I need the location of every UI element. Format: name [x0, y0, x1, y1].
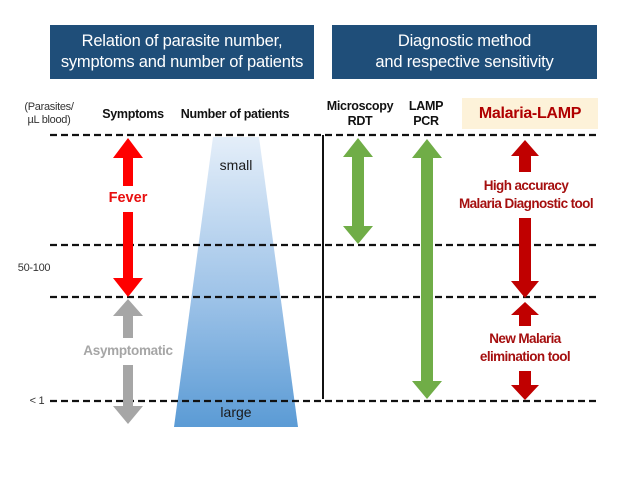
lamp-lower-arrow-down-icon: [511, 371, 539, 400]
column-header-microscopy-rdt: Microscopy RDT: [322, 99, 398, 129]
right-section-header: Diagnostic method and respective sensiti…: [332, 25, 597, 79]
patients-large-label: large: [220, 404, 252, 420]
column-header-patients: Number of patients: [180, 107, 290, 121]
lamp-upper-line1: High accuracy: [483, 178, 569, 193]
asymptomatic-arrow-up-icon: [113, 299, 143, 338]
left-header-line1: Relation of parasite number,: [81, 32, 283, 50]
left-header-line2: symptoms and number of patients: [60, 53, 304, 71]
lamp-upper-line2: Malaria Diagnostic tool: [459, 196, 594, 211]
fever-arrow-up-icon: [113, 138, 143, 186]
right-header-line2: and respective sensitivity: [375, 53, 554, 71]
threshold-lines: [50, 133, 596, 403]
lamp-lower-line1: New Malaria: [489, 331, 561, 346]
axis-unit-line2: µL blood): [27, 114, 71, 126]
axis-tick-50-100: 50-100: [17, 262, 51, 274]
lamp-upper-arrow-down-icon: [511, 218, 539, 298]
column-header-symptoms: Symptoms: [102, 107, 164, 121]
axis-unit-label: (Parasites/ µL blood): [18, 101, 80, 127]
axis-unit-line1: (Parasites/: [24, 101, 74, 113]
rdt-label: RDT: [347, 114, 373, 128]
fever-label: Fever: [108, 190, 148, 206]
lamp-upper-arrow-up-icon: [511, 140, 539, 172]
lamp-label: LAMP: [408, 99, 444, 113]
lamp-lower-line2: elimination tool: [479, 349, 571, 364]
patients-small-label: small: [219, 157, 253, 173]
asymptomatic-arrow-down-icon: [113, 365, 143, 424]
right-header-line1: Diagnostic method: [397, 32, 532, 50]
patients-trapezoid: [174, 137, 298, 427]
lamp-pcr-range-arrow-icon: [412, 139, 442, 399]
microscopy-label: Microscopy: [326, 99, 394, 113]
pcr-label: PCR: [413, 114, 439, 128]
lamp-lower-description: New Malaria elimination tool: [470, 330, 580, 366]
axis-tick-below-1: < 1: [29, 395, 45, 407]
left-section-header: Relation of parasite number, symptoms an…: [50, 25, 314, 79]
fever-arrow-down-icon: [113, 212, 143, 297]
malaria-lamp-badge: Malaria-LAMP: [462, 98, 598, 129]
microscopy-rdt-range-arrow-icon: [343, 138, 373, 244]
lamp-upper-description: High accuracy Malaria Diagnostic tool: [456, 177, 596, 213]
lamp-lower-arrow-up-icon: [511, 302, 539, 326]
asymptomatic-label: Asymptomatic: [83, 343, 173, 358]
column-header-lamp-pcr: LAMP PCR: [403, 99, 449, 129]
